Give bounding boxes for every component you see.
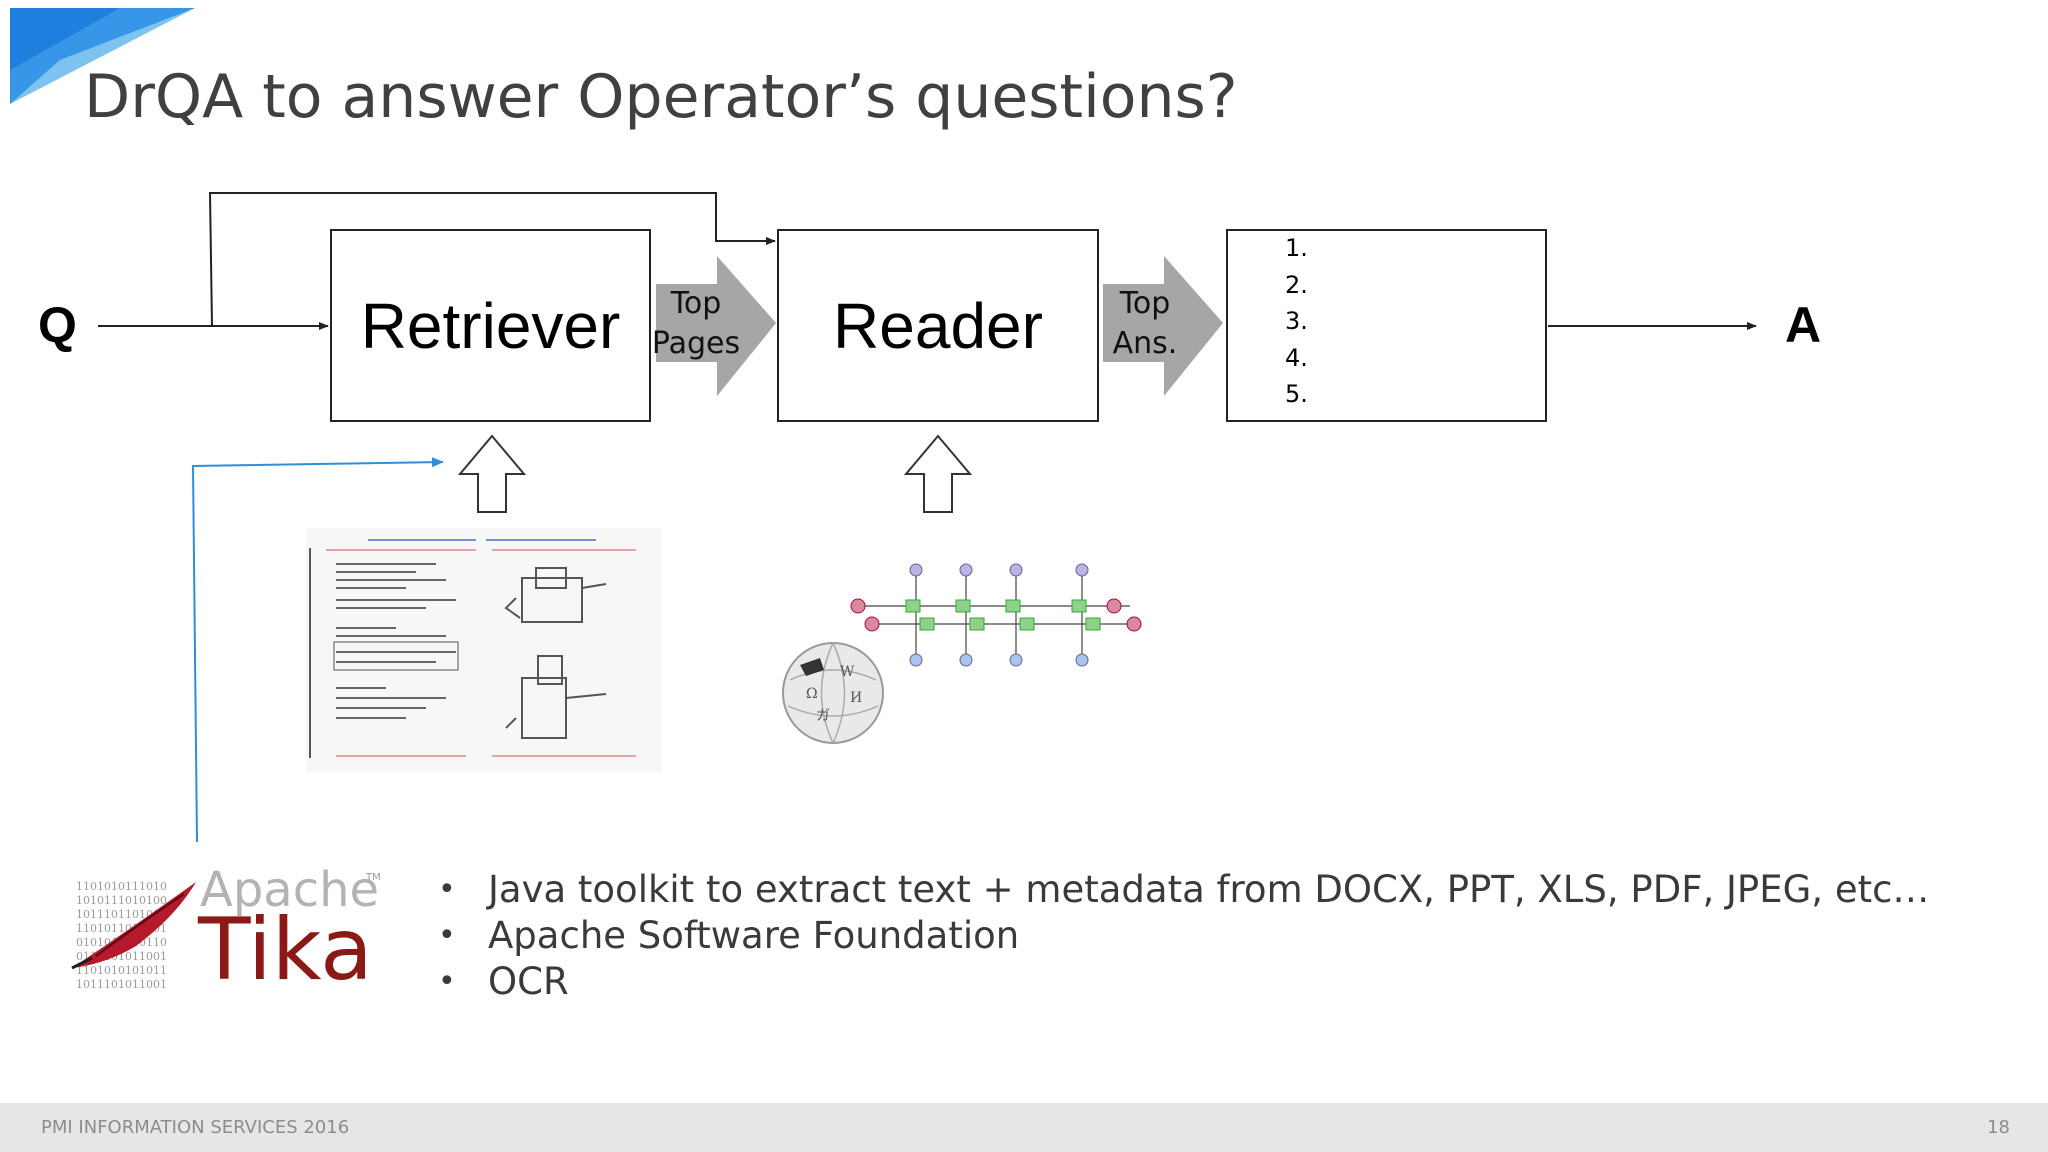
tika-name-text: Tika — [198, 900, 373, 1000]
top-ans-chevron — [1103, 256, 1223, 396]
page-number: 18 — [1987, 1117, 2010, 1138]
bullet-item: •OCR — [438, 959, 569, 1003]
footer-text: PMI INFORMATION SERVICES 2016 — [41, 1117, 350, 1138]
bullet-item: •Java toolkit to extract text + metadata… — [438, 867, 1930, 911]
answer-label: A — [1785, 297, 1822, 353]
svg-text:ガ: ガ — [816, 708, 830, 724]
answer-number: 5. — [1285, 380, 1308, 408]
tika-apache-text: Apache — [200, 862, 380, 918]
svg-text:И: И — [850, 690, 862, 706]
answer-number: 1. — [1285, 234, 1308, 262]
svg-text:W: W — [840, 664, 855, 680]
reader-box: Reader — [777, 229, 1099, 422]
tika-feather-icon — [71, 882, 196, 970]
slide-footer: PMI INFORMATION SERVICES 2016 18 — [0, 1103, 2048, 1152]
slide-title: DrQA to answer Operator’s questions? — [84, 62, 1238, 132]
retriever-input-arrow — [457, 434, 527, 513]
top-pages-label: Top Pages — [651, 286, 741, 361]
top-ans-label: Top Ans. — [1112, 286, 1178, 361]
answer-list-box — [1226, 229, 1547, 422]
corner-decoration — [10, 8, 195, 104]
bilstm-network-image — [850, 563, 1142, 667]
reader-label: Reader — [833, 289, 1043, 362]
retriever-label: Retriever — [360, 289, 621, 362]
wikipedia-globe-icon: W Ω И ガ — [782, 642, 884, 744]
question-label: Q — [38, 297, 77, 353]
bullet-item: •Apache Software Foundation — [438, 913, 1020, 957]
answer-number: 2. — [1285, 271, 1308, 299]
top-pages-chevron — [656, 256, 776, 396]
tika-trademark: TM — [366, 872, 381, 883]
answer-number: 3. — [1285, 307, 1308, 335]
retriever-box: Retriever — [330, 229, 651, 422]
tika-feed-line — [191, 457, 444, 843]
answer-number: 4. — [1285, 344, 1308, 372]
bullet-list: •Java toolkit to extract text + metadata… — [430, 866, 1929, 1004]
reader-input-arrow — [903, 434, 973, 513]
manual-document-image — [306, 528, 662, 772]
bypass-arrow — [208, 192, 776, 327]
svg-text:Ω: Ω — [806, 686, 818, 702]
